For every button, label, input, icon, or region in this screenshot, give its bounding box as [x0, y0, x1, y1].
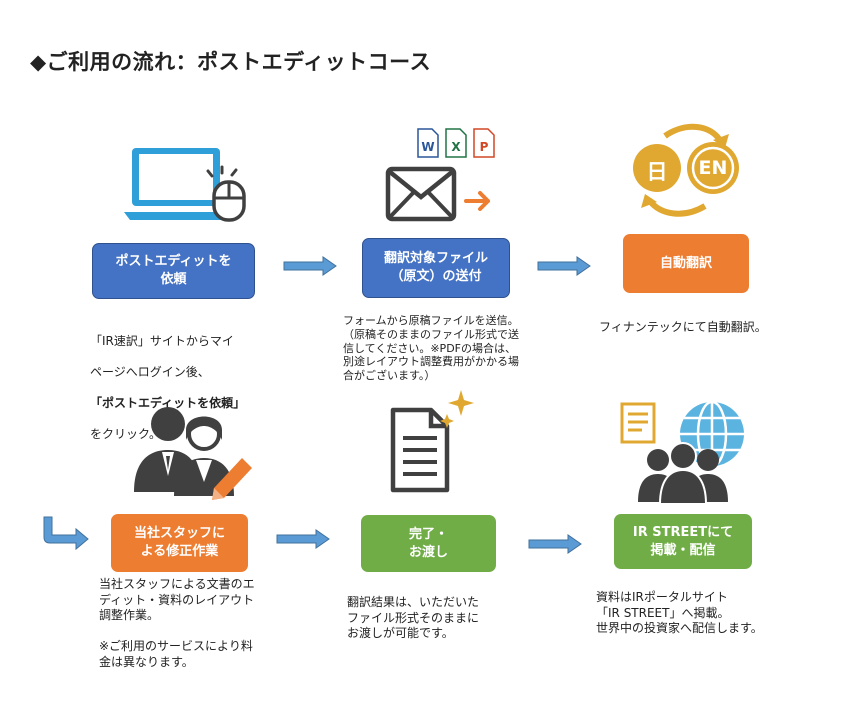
word-file-icon — [417, 128, 439, 158]
step-request-description: 「IR速訳」サイトからマイ ページへログイン後、 「ポストエディットを依頼」 を… — [90, 318, 290, 458]
step-staff-editing: 当社スタッフに よる修正作業 — [111, 514, 248, 572]
globe-investors-icon — [620, 400, 744, 505]
step-request-desc-tail: をクリック。 — [90, 427, 162, 442]
step-auto-translation: 自動翻訳 — [623, 234, 749, 293]
flow-arrow-4 — [528, 534, 582, 554]
step-ir-street-description: 資料はIRポータルサイト 「IR STREET」へ掲載。 世界中の投資家へ配信し… — [596, 590, 763, 636]
step-request-desc-line1: 「IR速訳」サイトからマイ — [90, 333, 234, 348]
flow-arrow-2 — [537, 256, 591, 276]
step-send-files: 翻訳対象ファイル （原文）の送付 — [362, 238, 510, 298]
step-staff-editing-description: 当社スタッフによる文書のエ ディット・資料のレイアウト 調整作業。 ※ご利用のサ… — [99, 577, 255, 669]
page-title: ◆ご利用の流れ：ポストエディットコース — [30, 50, 432, 74]
powerpoint-badge: P — [479, 140, 489, 154]
flow-arrow-1 — [283, 256, 337, 276]
english-badge: EN — [698, 157, 728, 179]
document-sparkle-icon — [390, 390, 474, 493]
step-request-desc-line2: ページへログイン後、 — [90, 364, 210, 379]
step-request-post-edit: ポストエディットを 依頼 — [92, 243, 255, 299]
flow-arrow-3 — [276, 529, 330, 549]
staff-pencil-icon — [134, 407, 252, 500]
step-request-desc-bold: 「ポストエディットを依頼」 — [90, 395, 246, 410]
step-ir-street-publish: IR STREETにて 掲載・配信 — [614, 514, 752, 569]
step-auto-translation-description: フィナンテックにて自動翻訳。 — [599, 320, 767, 334]
powerpoint-file-icon — [473, 128, 495, 158]
laptop-mouse-icon — [124, 148, 246, 222]
word-badge: W — [421, 140, 435, 154]
flow-arrow-row-return — [43, 516, 89, 551]
envelope-files-icon — [385, 128, 495, 222]
excel-badge: X — [451, 140, 461, 154]
language-swap-icon — [633, 123, 739, 217]
japanese-badge: 日 — [646, 160, 668, 184]
excel-file-icon — [445, 128, 467, 158]
step-delivery-description: 翻訳結果は、いただいた ファイル形式そのままに お渡しが可能です。 — [347, 595, 480, 641]
step-delivery: 完了・ お渡し — [361, 515, 496, 572]
step-send-files-description: フォームから原稿ファイルを送信。 （原稿そのままのファイル形式で送 信してくださ… — [343, 314, 519, 382]
